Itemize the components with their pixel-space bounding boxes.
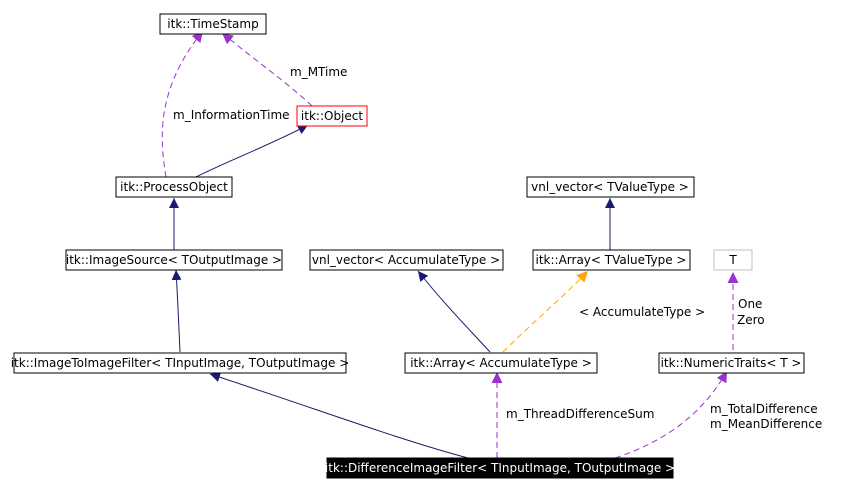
node-vnl-vector-tvalue-label: vnl_vector< TValueType > [531,180,689,194]
label-m-thread-difference-sum: m_ThreadDifferenceSum [506,407,654,421]
label-m-information-time: m_InformationTime [173,108,290,122]
node-difference-filter[interactable]: itk::DifferenceImageFilter< TInputImage,… [325,457,675,479]
node-image-source[interactable]: itk::ImageSource< TOutputImage > [65,249,283,271]
node-array-tvalue[interactable]: itk::Array< TValueType > [532,249,691,271]
node-vnl-vector-accum-label: vnl_vector< AccumulateType > [312,253,500,267]
node-process-object-label: itk::ProcessObject [120,180,228,194]
node-object-label: itk::Object [301,109,363,123]
node-vnl-vector-tvalue[interactable]: vnl_vector< TValueType > [526,176,695,198]
edge-processobject-to-timestamp [161,30,204,178]
node-image-to-image-filter-label: itk::ImageToImageFilter< TInputImage, TO… [11,356,350,370]
label-accumulate-type: < AccumulateType > [579,305,705,319]
edge-imagetoimage-to-imagesource [171,269,182,353]
node-difference-filter-label: itk::DifferenceImageFilter< TInputImage,… [325,461,675,475]
node-array-tvalue-label: itk::Array< TValueType > [536,253,687,267]
node-numeric-traits[interactable]: itk::NumericTraits< T > [658,352,805,374]
node-array-accum-label: itk::Array< AccumulateType > [410,356,592,370]
node-object[interactable]: itk::Object [296,105,368,127]
label-m-mean-difference: m_MeanDifference [710,417,822,431]
label-one: One [738,297,762,311]
label-m-total-difference: m_TotalDifference [710,402,818,416]
edge-arrayaccum-to-arraytvalue [502,270,589,353]
edge-difference-to-imagetoimage [209,372,469,459]
node-image-to-image-filter[interactable]: itk::ImageToImageFilter< TInputImage, TO… [11,352,350,374]
node-process-object[interactable]: itk::ProcessObject [115,176,233,198]
node-image-source-label: itk::ImageSource< TOutputImage > [66,253,282,267]
label-m-mtime: m_MTime [290,65,347,79]
node-numeric-traits-label: itk::NumericTraits< T > [661,356,802,370]
edge-object-to-timestamp [221,32,313,107]
node-t-label: T [728,253,737,267]
node-t[interactable]: T [713,249,753,271]
edge-arrayaccum-to-vnlaccum [417,270,491,353]
node-vnl-vector-accum[interactable]: vnl_vector< AccumulateType > [309,249,504,271]
node-array-accum[interactable]: itk::Array< AccumulateType > [404,352,598,374]
label-zero: Zero [737,313,765,327]
node-timestamp-label: itk::TimeStamp [167,17,258,31]
edge-processobject-to-object [195,124,309,178]
node-timestamp[interactable]: itk::TimeStamp [159,13,267,35]
